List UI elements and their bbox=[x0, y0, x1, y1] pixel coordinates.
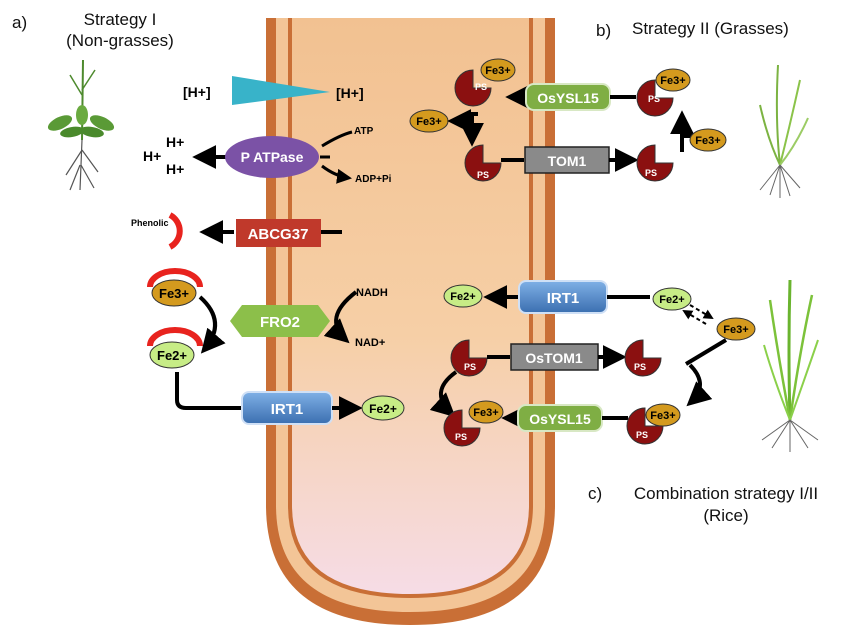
fe2-icon bbox=[443, 284, 483, 308]
nadh-label: NADH bbox=[356, 287, 388, 299]
p-atpase-pump bbox=[225, 136, 319, 178]
fe2-label: Fe2+ bbox=[157, 348, 187, 363]
svg-text:PS: PS bbox=[634, 362, 646, 372]
svg-text:PS: PS bbox=[455, 432, 467, 442]
proton-gradient-left-label: [H+] bbox=[183, 84, 211, 100]
fe2-label: Fe2+ bbox=[369, 402, 397, 416]
panel-b-title: Strategy II (Grasses) bbox=[632, 19, 789, 38]
ps-phytosiderophore-icon: PS bbox=[636, 144, 674, 182]
panel-c-title-2: (Rice) bbox=[703, 506, 748, 525]
panel-c-title-1: Combination strategy I/II bbox=[634, 484, 818, 503]
panel-c-header: c) Combination strategy I/II (Rice) bbox=[588, 484, 818, 525]
panel-a-title-1: Strategy I bbox=[84, 10, 157, 29]
adp-label: ADP+Pi bbox=[355, 174, 392, 185]
phenolic-compound-icon bbox=[168, 212, 183, 250]
fe2-icon bbox=[361, 395, 405, 421]
nad-label: NAD+ bbox=[355, 337, 385, 349]
ps-fe3-complex-icon: PS Fe3+ bbox=[454, 58, 516, 107]
irt1-label: IRT1 bbox=[547, 290, 580, 307]
proton-label: H+ bbox=[143, 148, 161, 164]
fe2-label: Fe2+ bbox=[450, 291, 475, 303]
svg-text:PS: PS bbox=[645, 168, 657, 178]
abcg37-transporter bbox=[236, 219, 321, 247]
panel-b-letter: b) bbox=[596, 21, 611, 40]
osysl15-label: OsYSL15 bbox=[537, 90, 599, 106]
ps-fe3-complex-icon: PS Fe3+ bbox=[443, 400, 504, 447]
svg-text:PS: PS bbox=[648, 94, 660, 104]
panel-a-header: a) Strategy I (Non-grasses) bbox=[12, 10, 174, 50]
svg-text:Fe3+: Fe3+ bbox=[660, 75, 685, 87]
svg-text:PS: PS bbox=[636, 430, 648, 440]
ostom1-transporter bbox=[510, 343, 599, 371]
fro2-enzyme bbox=[230, 305, 330, 337]
ps-phytosiderophore-icon: PS bbox=[464, 144, 502, 182]
fe3-icon bbox=[716, 317, 756, 341]
ps-phytosiderophore-icon: PS bbox=[450, 339, 488, 377]
proton-gradient-wedge bbox=[232, 76, 330, 105]
fro2-label: FRO2 bbox=[260, 314, 300, 331]
panel-a-title-2: (Non-grasses) bbox=[66, 31, 174, 50]
ps-fe3-complex-icon: PS Fe3+ bbox=[626, 403, 681, 445]
proton-gradient-right-label: [H+] bbox=[336, 85, 364, 101]
panel-a-letter: a) bbox=[12, 13, 27, 32]
panel-b-header: b) Strategy II (Grasses) bbox=[596, 19, 789, 40]
svg-text:PS: PS bbox=[477, 170, 489, 180]
fe2-icon: Fe2+ bbox=[147, 327, 203, 369]
fe3-label: Fe3+ bbox=[723, 324, 748, 336]
grass-plant-illustration bbox=[759, 64, 809, 198]
fe2-label: Fe2+ bbox=[659, 294, 684, 306]
fe3-label: Fe3+ bbox=[159, 286, 189, 301]
panel-c-letter: c) bbox=[588, 484, 602, 503]
svg-text:Fe3+: Fe3+ bbox=[650, 410, 675, 422]
irt1-label: IRT1 bbox=[271, 401, 304, 418]
fe2-icon bbox=[652, 287, 692, 311]
fe3-label: Fe3+ bbox=[695, 135, 720, 147]
osysl15-label: OsYSL15 bbox=[529, 411, 591, 427]
svg-text:PS: PS bbox=[475, 82, 487, 92]
svg-text:PS: PS bbox=[464, 362, 476, 372]
abcg37-label: ABCG37 bbox=[248, 226, 309, 243]
proton-label: H+ bbox=[166, 134, 184, 150]
fe3-label: Fe3+ bbox=[416, 116, 441, 128]
tom1-label: TOM1 bbox=[548, 153, 587, 169]
ps-fe3-complex-icon: PS Fe3+ bbox=[636, 68, 691, 117]
svg-text:Fe3+: Fe3+ bbox=[473, 407, 498, 419]
fe3-icon bbox=[689, 128, 727, 152]
p-atpase-label: P ATPase bbox=[241, 149, 304, 165]
fe3-chelated-icon: Fe3+ bbox=[147, 268, 203, 307]
ostom1-label: OsTOM1 bbox=[525, 350, 583, 366]
svg-text:Fe3+: Fe3+ bbox=[485, 65, 510, 77]
phenolic-label: Phenolic bbox=[131, 218, 169, 228]
rice-plant-illustration bbox=[761, 279, 819, 452]
ps-phytosiderophore-icon: PS bbox=[624, 339, 662, 377]
arabidopsis-plant-illustration bbox=[47, 59, 115, 191]
proton-label: H+ bbox=[166, 161, 184, 177]
atp-label: ATP bbox=[354, 126, 374, 137]
